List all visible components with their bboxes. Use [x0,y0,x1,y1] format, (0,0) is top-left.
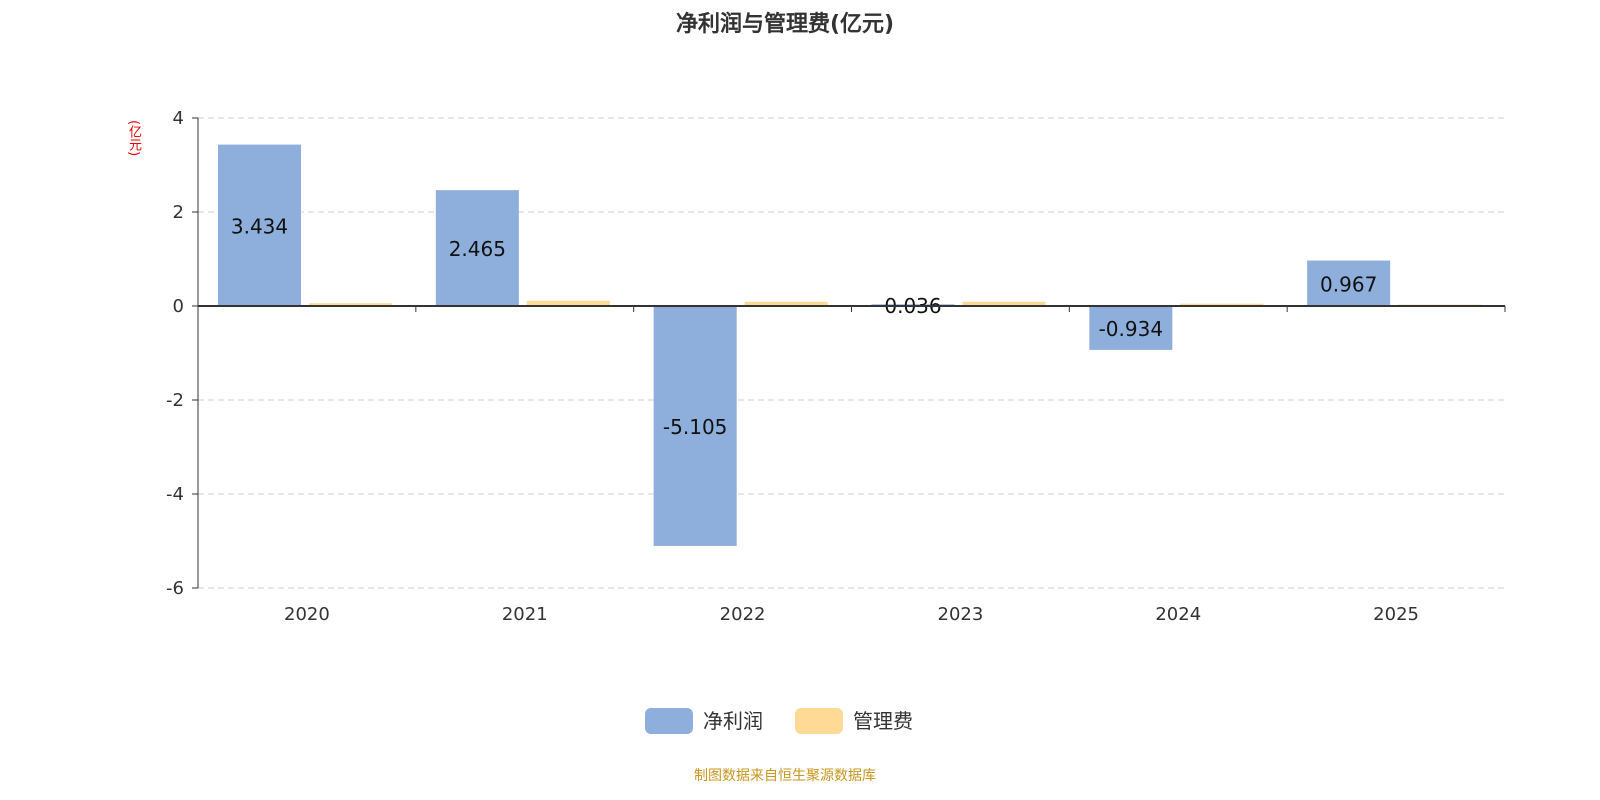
y-tick-label: -4 [166,484,184,505]
legend-label: 净利润 [703,709,763,733]
bar-net-profit [435,190,519,306]
bar-net-profit [218,144,301,306]
y-axis-unit: (亿元) [126,120,141,157]
x-tick-label: 2022 [720,604,766,625]
bar-management-fee [744,301,828,306]
x-tick-label: 2021 [502,604,548,625]
data-label: 3.434 [231,214,288,238]
y-tick-label: 2 [173,202,184,223]
data-label: -0.934 [1099,317,1163,341]
x-tick-label: 2025 [1373,604,1419,625]
y-tick-label: -2 [166,390,184,411]
y-tick-label: 0 [173,296,184,317]
y-tick-label: -6 [166,578,184,599]
x-tick-label: 2020 [284,604,330,625]
bar-net-profit [1307,260,1391,306]
chart-title: 净利润与管理费(亿元) [675,12,895,37]
bar-management-fee [526,300,610,306]
bar-net-profit [653,306,737,546]
x-tick-label: 2024 [1155,604,1201,625]
y-tick-label: 4 [173,108,184,129]
x-tick-label: 2023 [938,604,984,625]
legend-swatch [645,708,693,734]
data-label: 0.967 [1320,272,1377,296]
bar-management-fee [1180,303,1264,306]
data-label: -5.105 [663,415,727,439]
legend-swatch [795,708,843,734]
data-label: 2.465 [449,237,506,261]
data-source: 制图数据来自恒生聚源数据库 [694,768,876,784]
legend-label: 管理费 [853,709,913,733]
bar-net-profit [1089,306,1173,350]
bar-management-fee [962,301,1046,306]
bar-management-fee [309,303,392,306]
